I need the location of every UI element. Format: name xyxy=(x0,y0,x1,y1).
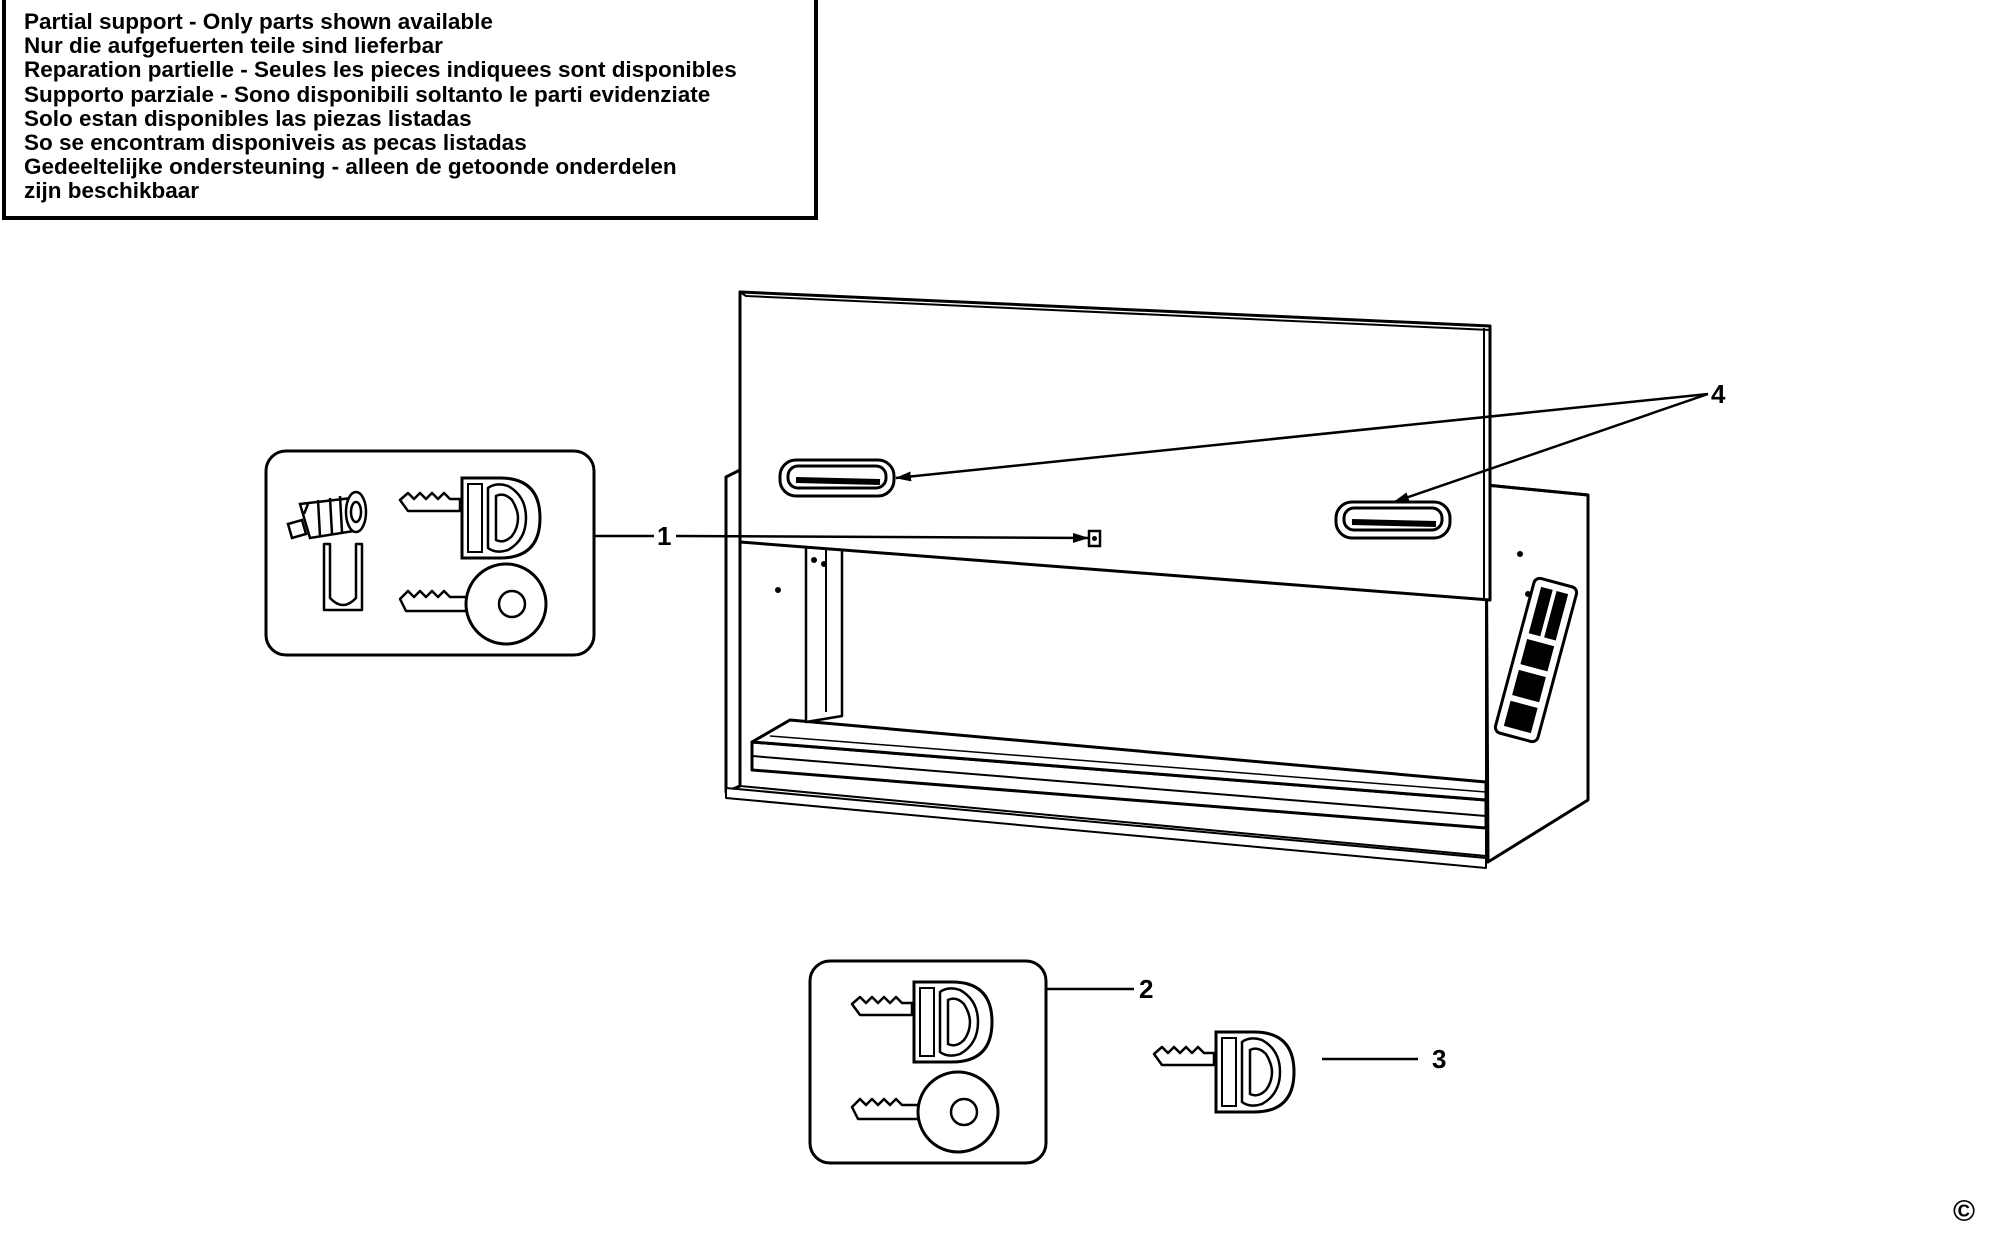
notice-line: zijn beschikbaar xyxy=(24,178,200,204)
callout-leaders xyxy=(594,392,1709,1061)
notice-line: So se encontram disponiveis as pecas lis… xyxy=(24,130,527,156)
notice-line: Partial support - Only parts shown avail… xyxy=(24,9,493,34)
callout-3: 3 xyxy=(1432,1044,1446,1074)
retaining-clip-icon xyxy=(322,542,364,612)
lock-kit-box xyxy=(264,449,596,657)
toolbox-lid xyxy=(738,290,1492,602)
callout-1: 1 xyxy=(657,521,671,551)
availability-notice-box: Partial support - Only parts shown avail… xyxy=(2,0,818,220)
lid-lock xyxy=(1087,529,1102,548)
callout-4: 4 xyxy=(1711,379,1726,409)
notice-line: Gedeeltelijke ondersteuning - alleen de … xyxy=(24,154,677,180)
lock-cylinder-icon xyxy=(286,490,368,540)
notice-line: Solo estan disponibles las piezas listad… xyxy=(24,105,472,131)
brand-logo-side-panel xyxy=(1493,576,1579,744)
spare-key xyxy=(1152,1030,1296,1114)
copyright-mark: © xyxy=(1953,1195,1976,1228)
availability-notice: Partial support - Only parts shown avail… xyxy=(24,9,737,204)
flat-key-icon xyxy=(1152,1030,1296,1114)
key-set-box xyxy=(808,959,1048,1165)
lid-handle-left xyxy=(778,458,896,498)
lid-handle-right xyxy=(1334,500,1452,540)
toolbox-cabinet xyxy=(724,468,1590,869)
notice-line: Nur die aufgefuerten teile sind lieferba… xyxy=(24,33,443,59)
notice-line: Reparation partielle - Seules les pieces… xyxy=(24,57,737,83)
callout-2: 2 xyxy=(1139,974,1153,1004)
notice-line: Supporto parziale - Sono disponibili sol… xyxy=(24,81,711,107)
